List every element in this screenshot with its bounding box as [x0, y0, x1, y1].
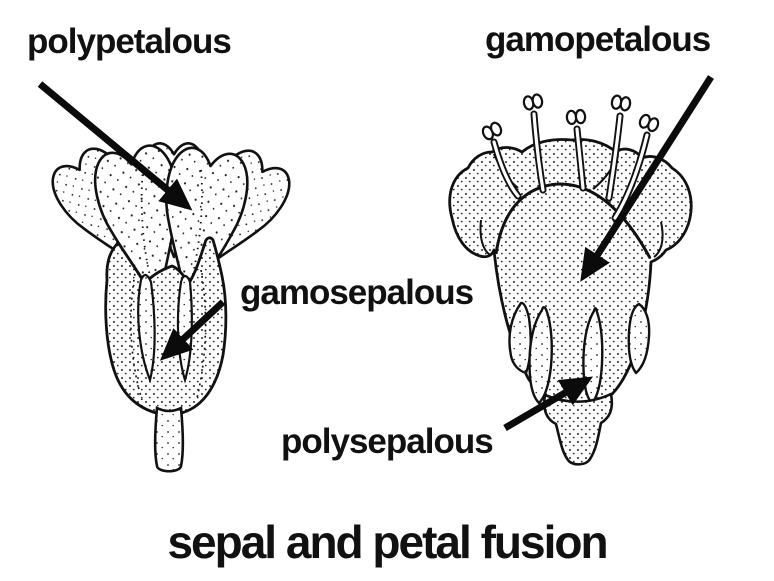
calyx-vein — [130, 267, 143, 401]
label-gamopetalous: gamopetalous — [485, 20, 711, 59]
label-polypetalous: polypetalous — [27, 22, 232, 61]
fused-corolla — [448, 138, 693, 410]
anther — [565, 108, 587, 126]
label-polysepalous: polysepalous — [281, 422, 494, 461]
petal-claw — [137, 273, 156, 384]
lobe-crease — [653, 221, 664, 258]
stamens — [479, 92, 662, 222]
gamopetalous-arrow — [580, 75, 714, 282]
polysepalous-arrow — [503, 376, 594, 432]
left-flower-illustration — [42, 139, 300, 473]
right-flower-illustration — [448, 92, 693, 466]
corolla-dome-line — [494, 182, 652, 259]
flower-base — [542, 392, 614, 466]
calyx-vein — [196, 269, 207, 399]
annotation-arrows — [37, 75, 714, 432]
gamosepalous-arrow — [159, 299, 226, 361]
anther — [636, 112, 662, 134]
polypetalous-arrow — [37, 81, 193, 211]
anther — [521, 92, 545, 112]
diagram-title: sepal and petal fusion — [167, 516, 608, 568]
anther — [479, 120, 505, 142]
anther — [609, 93, 633, 113]
pedicel — [153, 405, 185, 473]
label-gamosepalous: gamosepalous — [240, 273, 474, 312]
lobe-crease — [479, 219, 491, 256]
